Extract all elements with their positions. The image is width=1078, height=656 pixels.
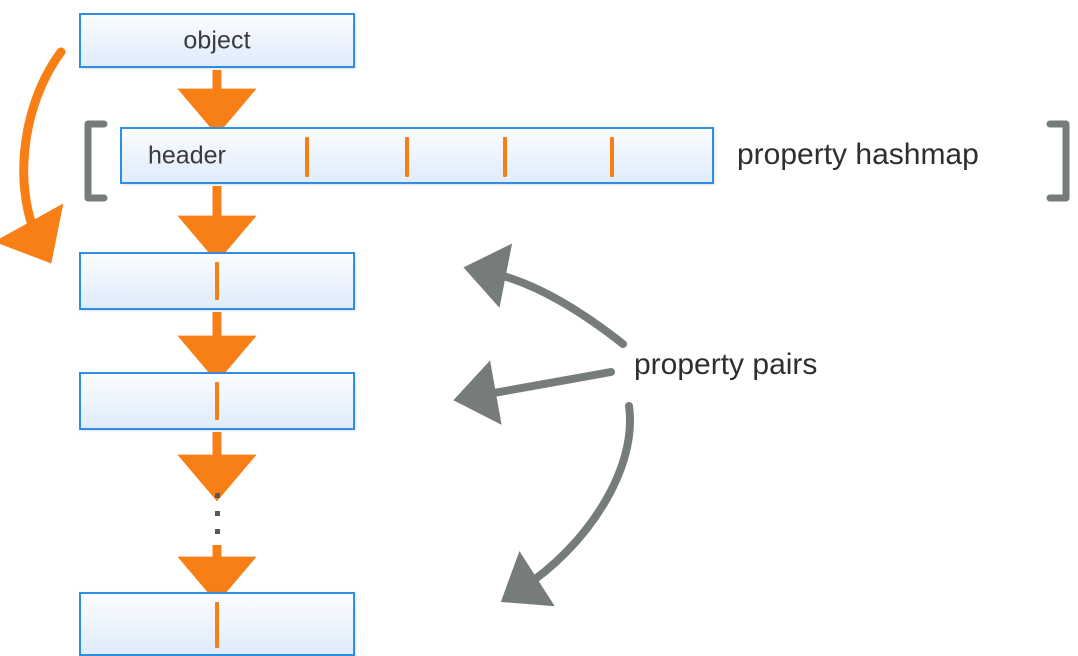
property-hashmap-box[interactable]: header	[120, 127, 714, 184]
hashmap-header-label: header	[148, 141, 226, 169]
hashmap-slot-tick-2	[405, 137, 409, 177]
hashmap-slot-tick-1	[305, 137, 309, 177]
property-pair-box-2[interactable]	[79, 372, 355, 430]
object-box[interactable]: object	[79, 13, 355, 68]
pairs-arrow-lower	[500, 402, 634, 607]
property-pair-divider-1	[215, 262, 219, 300]
property-pairs-arrow-group	[453, 243, 634, 607]
ellipsis-dot-3	[215, 529, 220, 534]
property-pair-box-3[interactable]	[79, 592, 355, 656]
property-hashmap-caption: property hashmap	[737, 138, 979, 171]
left-bracket	[84, 120, 108, 202]
ellipsis-dot-2	[215, 511, 220, 516]
property-pair-box-1[interactable]	[79, 252, 355, 310]
hashmap-slot-tick-4	[610, 137, 614, 177]
object-box-label: object	[183, 26, 251, 54]
property-pair-divider-2	[215, 382, 219, 420]
pairs-arrow-middle	[453, 360, 615, 425]
pairs-arrow-upper	[463, 243, 627, 348]
hashmap-slot-tick-3	[503, 137, 507, 177]
property-pairs-caption: property pairs	[634, 348, 818, 381]
ellipsis-dot-1	[215, 493, 220, 498]
right-bracket	[1046, 120, 1070, 202]
property-pair-divider-3	[215, 602, 219, 648]
arrow-object-to-pair1-curve	[0, 47, 66, 264]
